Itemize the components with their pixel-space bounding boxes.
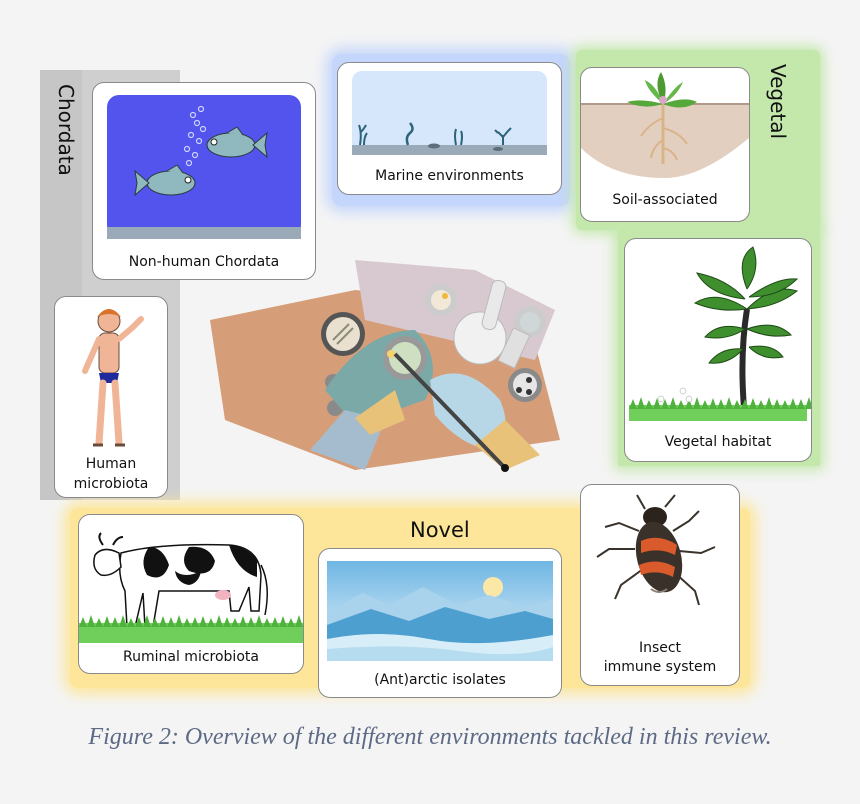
vegetal-habitat-label: Vegetal habitat (664, 434, 772, 450)
insect-immune-system-label-line1: Insect (638, 640, 682, 656)
human-figure-illustration (82, 309, 144, 447)
soil-associated-label: Soil-associated (612, 192, 718, 208)
insect-immune-system-label-line2: immune system (603, 659, 717, 675)
arctic-landscape-illustration (327, 561, 553, 661)
bubbles (183, 105, 207, 167)
soil-plant-illustration (581, 72, 749, 183)
sleeve-right (475, 420, 540, 470)
central-lab-illustration (210, 260, 560, 472)
soil-associated-panel: Soil-associated (580, 67, 750, 222)
fish-1 (206, 126, 268, 159)
fish-2 (134, 164, 196, 197)
non-human-chordata-label: Non-human Chordata (128, 254, 280, 270)
gloved-hand-right (430, 373, 506, 450)
flask-bulb (453, 311, 507, 365)
beetle-illustration (596, 494, 716, 606)
marine-environment-illustration (352, 71, 547, 155)
figure-caption: Figure 2: Overview of the different envi… (88, 724, 772, 750)
vegetal-title: Vegetal (766, 64, 790, 140)
ruminal-microbiota-label: Ruminal microbiota (123, 649, 259, 665)
tree-illustration (629, 246, 811, 421)
marine-environments-label: Marine environments (375, 168, 524, 184)
antarctic-isolates-panel: (Ant)arctic isolates (318, 548, 562, 698)
marine-environments-panel: Marine environments (337, 62, 562, 195)
sleeve-left-cuff (355, 390, 405, 435)
human-microbiota-label-line1: Human (85, 456, 137, 472)
human-microbiota-panel: Human microbiota (54, 296, 168, 498)
fish-illustration (107, 95, 301, 239)
non-human-chordata-panel: Non-human Chordata (92, 82, 316, 280)
vegetal-habitat-panel: Vegetal habitat (624, 238, 812, 462)
insect-immune-system-panel: Insect immune system (580, 484, 740, 686)
human-microbiota-label-line2: microbiota (73, 476, 149, 492)
chordata-title: Chordata (54, 84, 78, 176)
antarctic-isolates-label: (Ant)arctic isolates (374, 672, 506, 688)
cow-illustration (79, 532, 303, 643)
ruminal-microbiota-panel: Ruminal microbiota (78, 514, 304, 674)
inoculation-loop (393, 352, 507, 470)
novel-title: Novel (410, 518, 470, 542)
